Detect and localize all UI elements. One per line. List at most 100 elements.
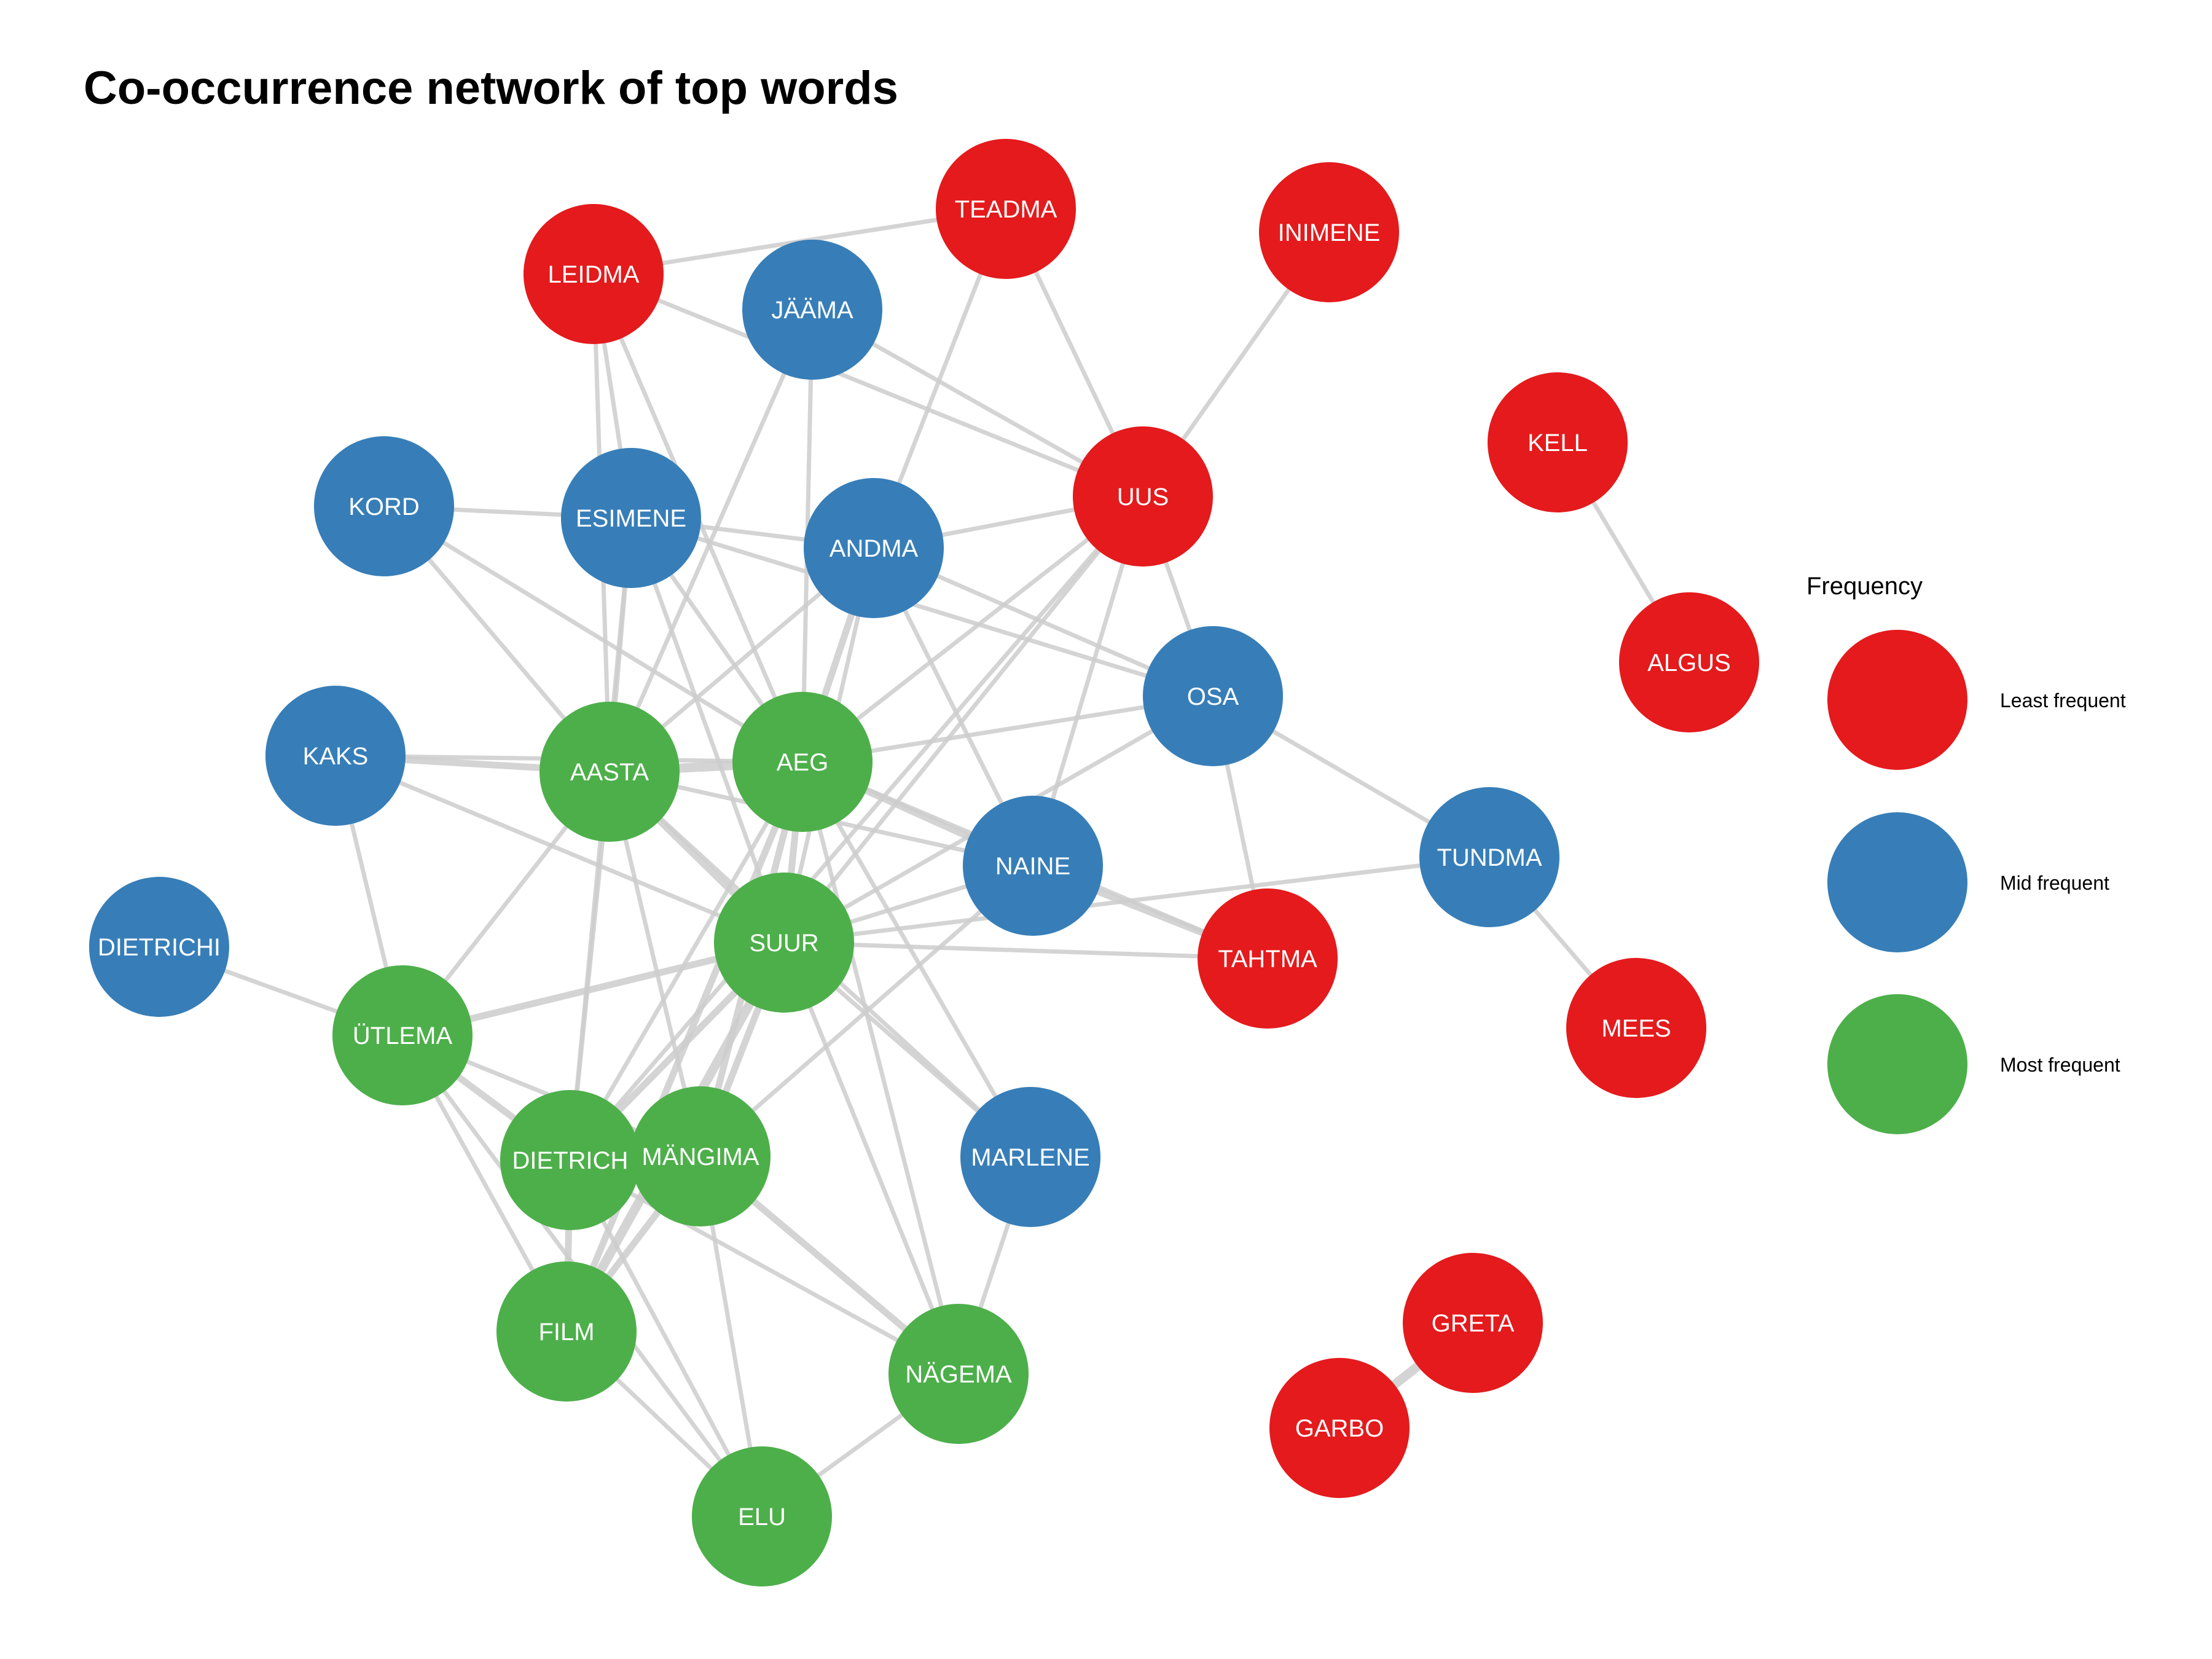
node-circle — [936, 139, 1076, 279]
node-mees: MEES — [1566, 958, 1706, 1098]
node-circle — [539, 702, 680, 842]
node-circle — [332, 965, 473, 1105]
node-elu: ELU — [692, 1446, 832, 1586]
node-circle — [496, 1261, 637, 1402]
node-label: MÄNGIMA — [641, 1143, 759, 1171]
node-circle — [1143, 626, 1283, 766]
node-inimene: INIMENE — [1259, 162, 1399, 302]
node-label: SUUR — [749, 930, 818, 957]
edge-suur-nagema — [782, 941, 961, 1375]
node-label: NÄGEMA — [905, 1361, 1012, 1388]
node-circle — [1488, 372, 1628, 512]
node-label: FILM — [538, 1319, 594, 1346]
node-label: DIETRICH — [512, 1147, 629, 1174]
edge-uus-suur — [782, 495, 1145, 944]
node-marlene: MARLENE — [960, 1087, 1100, 1227]
node-andma: ANDMA — [804, 478, 944, 618]
node-jaama: JÄÄMA — [742, 240, 882, 380]
node-film: FILM — [496, 1261, 637, 1402]
node-garbo: GARBO — [1269, 1358, 1410, 1498]
node-label: GARBO — [1295, 1415, 1384, 1442]
node-naine: NAINE — [963, 796, 1103, 936]
node-uus: UUS — [1073, 426, 1213, 567]
edge-aeg-marlene — [800, 761, 1033, 1158]
node-algus: ALGUS — [1619, 592, 1759, 732]
node-circle — [963, 796, 1103, 936]
node-circle — [732, 692, 873, 832]
node-label: ALGUS — [1647, 649, 1731, 677]
node-circle — [1403, 1253, 1543, 1393]
node-label: AEG — [777, 749, 828, 776]
node-label: ÜTLEMA — [353, 1022, 453, 1049]
node-kell: KELL — [1488, 372, 1628, 512]
edge-aeg-nagema — [800, 761, 961, 1375]
node-label: KELL — [1528, 429, 1588, 457]
node-dietrichi: DIETRICHI — [89, 877, 229, 1017]
node-utlema: ÜTLEMA — [332, 965, 473, 1105]
node-circle — [500, 1090, 640, 1230]
legend-title: Frequency — [1806, 573, 1923, 600]
node-aasta: AASTA — [539, 702, 680, 842]
node-kaks: KAKS — [265, 686, 406, 826]
node-label: DIETRICHI — [98, 934, 221, 961]
edge-tundma-suur — [783, 855, 1490, 945]
node-circle — [692, 1446, 832, 1586]
legend-swatch — [1827, 630, 1967, 770]
node-leidma: LEIDMA — [524, 204, 664, 344]
node-label: TEADMA — [955, 196, 1057, 223]
node-nagema: NÄGEMA — [888, 1304, 1029, 1444]
legend-label: Mid frequent — [2000, 872, 2109, 894]
node-label: INIMENE — [1278, 219, 1381, 246]
node-label: NAINE — [995, 853, 1070, 880]
node-circle — [524, 204, 664, 344]
node-teadma: TEADMA — [936, 139, 1076, 279]
node-label: MARLENE — [971, 1144, 1089, 1171]
edge-naine-mangima — [699, 864, 1035, 1158]
node-circle — [1073, 426, 1213, 567]
node-circle — [314, 436, 454, 576]
node-esimene: ESIMENE — [561, 448, 701, 588]
node-circle — [630, 1086, 771, 1226]
edge-esimene-osa — [630, 516, 1214, 699]
chart-title: Co-occurrence network of top words — [84, 62, 898, 114]
node-tahtma: TAHTMA — [1198, 888, 1338, 1029]
node-label: JÄÄMA — [771, 297, 853, 324]
node-label: ESIMENE — [576, 505, 686, 532]
node-circle — [1259, 162, 1399, 302]
node-label: MEES — [1601, 1015, 1671, 1042]
node-circle — [1619, 592, 1759, 732]
edge-leidma-uus — [592, 272, 1144, 499]
node-dietrich: DIETRICH — [500, 1090, 640, 1230]
node-label: KAKS — [303, 743, 369, 770]
node-label: GRETA — [1432, 1310, 1515, 1337]
node-greta: GRETA — [1403, 1253, 1543, 1393]
node-label: UUS — [1117, 484, 1169, 511]
edge-dietrich-nagema — [569, 1158, 960, 1376]
node-circle — [1419, 787, 1559, 927]
legend-label: Least frequent — [2000, 689, 2126, 712]
node-label: TAHTMA — [1218, 946, 1317, 973]
node-circle — [888, 1304, 1029, 1444]
node-tundma: TUNDMA — [1419, 787, 1559, 927]
edge-aeg-dietrich — [568, 761, 805, 1161]
edge-uus-aeg — [801, 495, 1145, 764]
node-circle — [561, 448, 701, 588]
node-label: ANDMA — [830, 535, 919, 562]
node-circle — [1269, 1358, 1410, 1498]
node-circle — [1198, 888, 1338, 1029]
node-mangima: MÄNGIMA — [630, 1086, 771, 1226]
node-circle — [714, 873, 854, 1013]
node-osa: OSA — [1143, 626, 1283, 766]
edge-suur-tahtma — [783, 940, 1268, 961]
legend-swatch — [1827, 994, 1967, 1134]
node-circle — [960, 1087, 1100, 1227]
node-label: OSA — [1187, 683, 1239, 710]
node-label: AASTA — [570, 759, 649, 786]
legend-label: Most frequent — [2000, 1054, 2120, 1076]
node-circle — [1566, 958, 1706, 1098]
node-aeg: AEG — [732, 692, 873, 832]
